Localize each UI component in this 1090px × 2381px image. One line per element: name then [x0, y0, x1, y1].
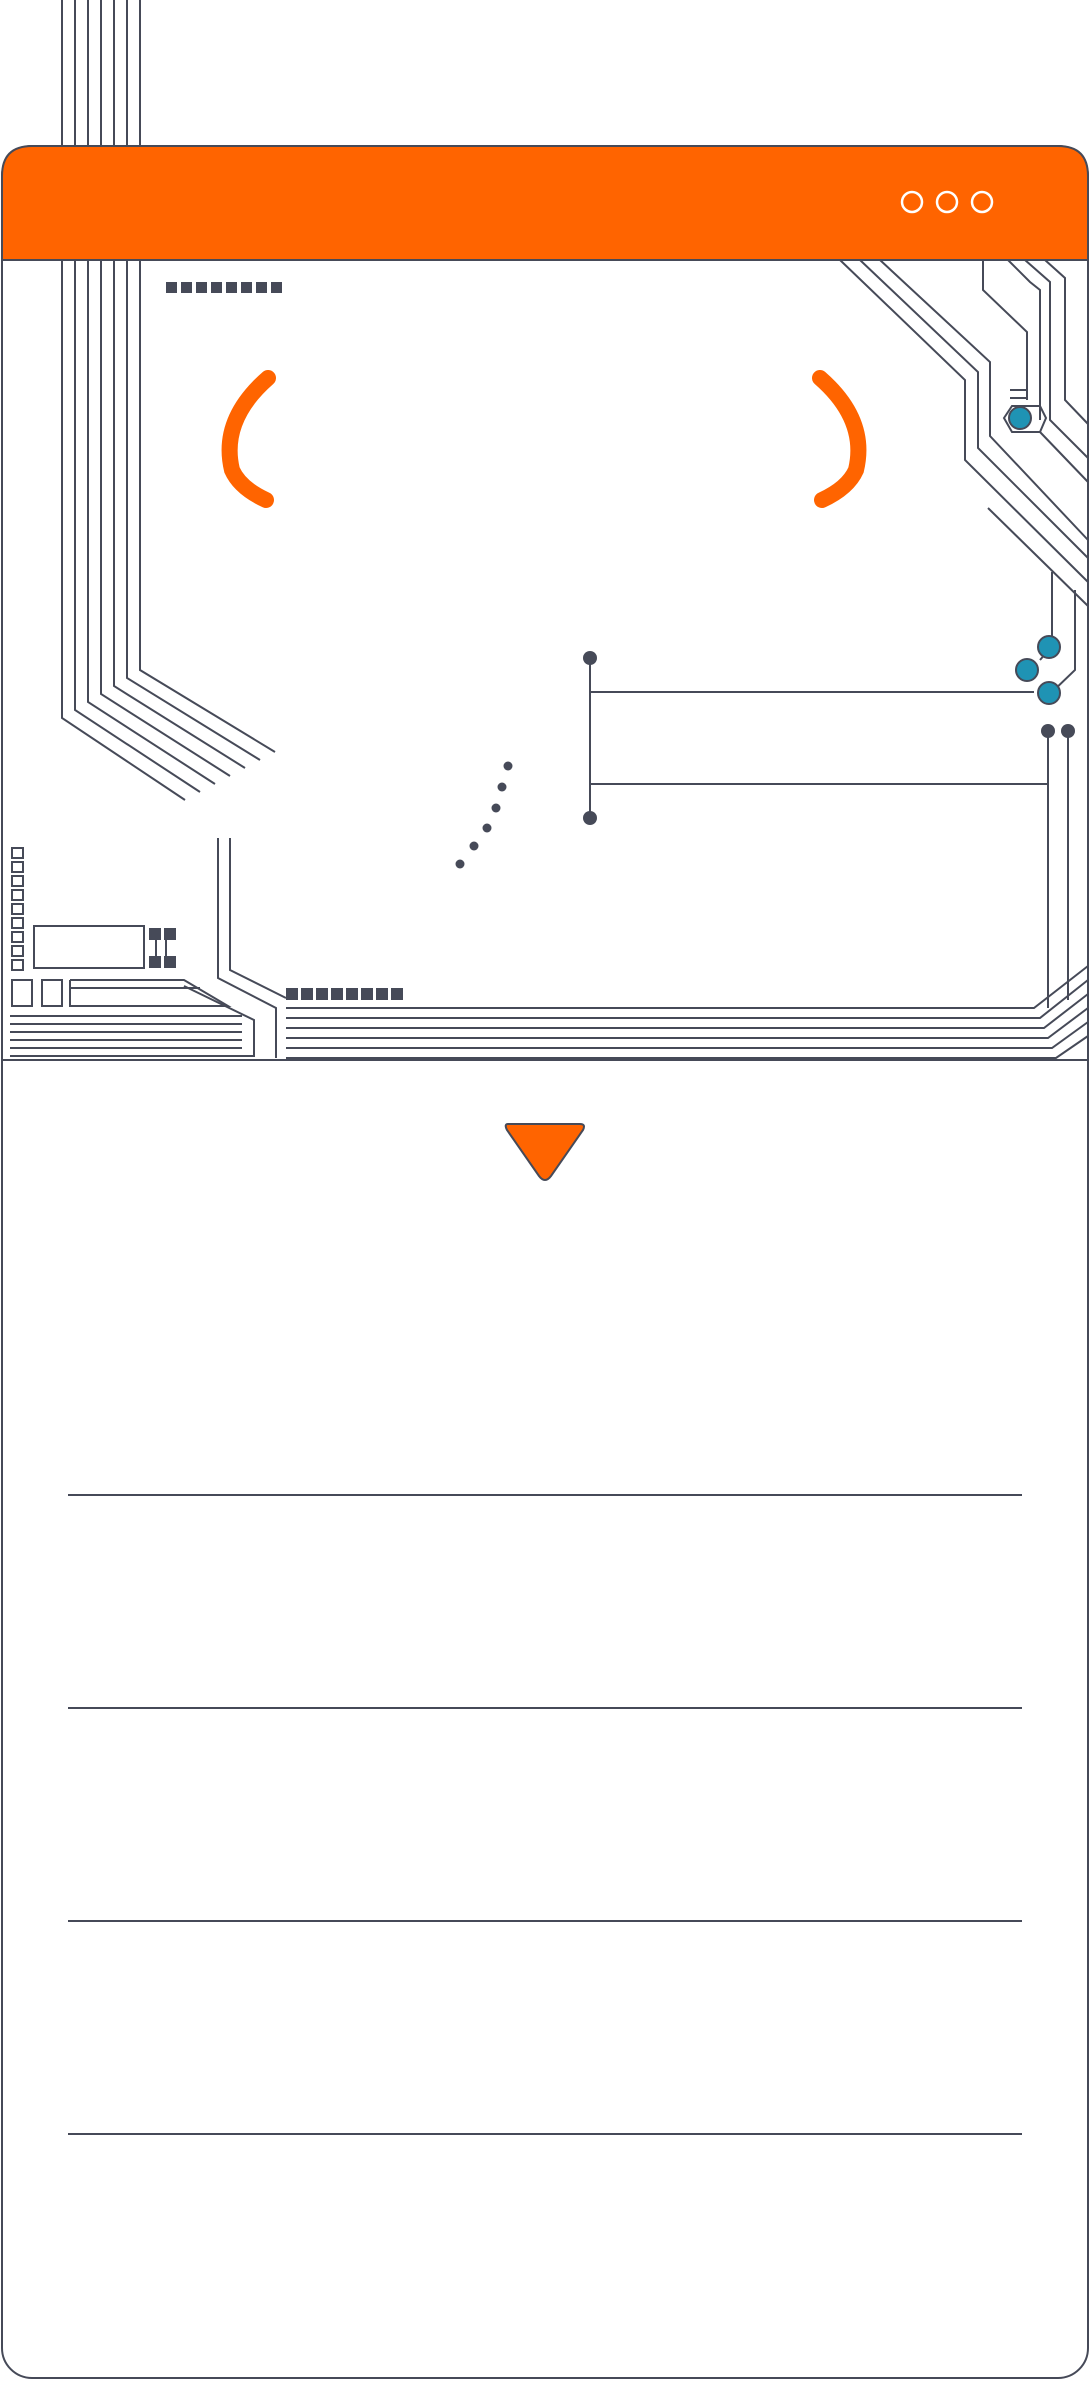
list-item[interactable] [68, 2138, 1022, 2343]
window-control-dot[interactable] [970, 190, 994, 214]
code-bracket-open-icon [221, 370, 276, 508]
top-circuit-traces [61, 0, 141, 145]
circuit-board-illustration [10, 259, 1089, 1059]
triangle-down-icon[interactable] [504, 1123, 585, 1181]
circuit-node-dots [583, 651, 1075, 825]
loading-dots-icon [455, 761, 513, 869]
list-item[interactable] [68, 1925, 1022, 2130]
list-item[interactable] [68, 1712, 1022, 1917]
chip-pin-row [149, 928, 403, 1000]
window-control-dot[interactable] [900, 190, 924, 214]
list-item[interactable] [68, 1280, 1022, 1490]
list [68, 1494, 1022, 2135]
list-item[interactable] [68, 1500, 1022, 1705]
window-control-dot[interactable] [935, 190, 959, 214]
circuit-node-blue [1008, 406, 1061, 705]
chip-pin-row [166, 282, 282, 293]
window-title-bar[interactable] [1, 145, 1089, 261]
code-bracket-close-icon [812, 370, 867, 508]
